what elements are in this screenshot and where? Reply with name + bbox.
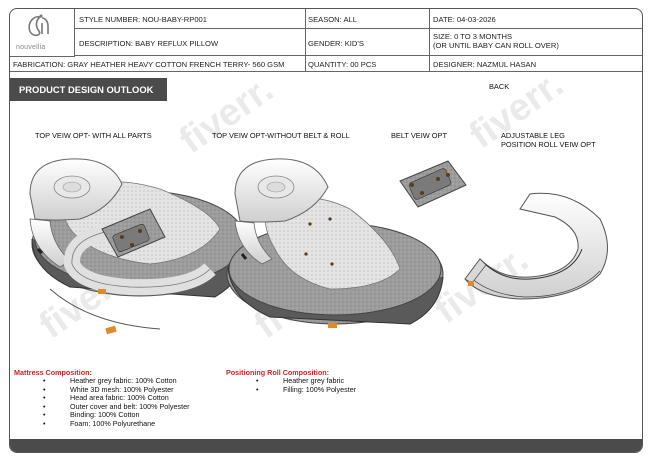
description: DESCRIPTION: BABY REFLUX PILLOW bbox=[79, 39, 219, 48]
list-item: Binding: 100% Cotton bbox=[43, 411, 189, 420]
leg-roll-view bbox=[464, 192, 608, 300]
fabrication: FABRICATION: GRAY HEATHER HEAVY COTTON F… bbox=[13, 60, 285, 69]
gender: GENDER: KID'S bbox=[308, 39, 364, 48]
list-item: Filling: 100% Polyester bbox=[256, 385, 356, 395]
list-item: White 3D mesh: 100% Polyester bbox=[43, 385, 189, 395]
season: SEASON: ALL bbox=[308, 15, 357, 24]
brand-logo-text: nouvellia bbox=[16, 44, 46, 51]
view-label-belt: BELT VEIW OPT bbox=[391, 131, 447, 140]
reflux-pillow-without-belt-view bbox=[226, 158, 444, 328]
mattress-composition-title: Mattress Composition: bbox=[14, 368, 92, 377]
view-label-all-parts: TOP VEIW OPT- WITH ALL PARTS bbox=[35, 131, 152, 140]
header-divider bbox=[10, 71, 642, 72]
brand-logo-icon bbox=[28, 14, 49, 37]
style-number: STYLE NUMBER: NOU-BABY-RP001 bbox=[79, 15, 208, 24]
footer-bar bbox=[10, 439, 642, 452]
roll-composition-list: Heather grey fabric Filling: 100% Polyes… bbox=[256, 376, 356, 395]
view-label-roll-line-1: ADJUSTABLE LEG bbox=[501, 131, 565, 140]
list-item: Outer cover and belt: 100% Polyester bbox=[43, 402, 189, 412]
list-item: Heather grey fabric bbox=[256, 376, 356, 386]
list-item: Head area fabric: 100% Cotton bbox=[43, 394, 189, 403]
reflux-pillow-full-view bbox=[29, 158, 249, 335]
size-line-1: SIZE: 0 TO 3 MONTHS bbox=[433, 32, 513, 41]
mattress-composition-list: Heather grey fabric: 100% Cotton White 3… bbox=[43, 376, 189, 429]
header-divider bbox=[74, 9, 75, 57]
date: DATE: 04-03-2026 bbox=[433, 15, 496, 24]
brand-logo: nouvellia bbox=[10, 9, 74, 57]
view-label-roll-line-2: POSITION ROLL VEIW OPT bbox=[501, 140, 596, 149]
list-item: Heather grey fabric: 100% Cotton bbox=[43, 376, 189, 386]
designer: DESIGNER: NAZMUL HASAN bbox=[433, 60, 537, 69]
back-label: BACK bbox=[489, 82, 510, 91]
size-line-2: (OR UNTIL BABY CAN ROLL OVER) bbox=[433, 41, 559, 50]
header-divider bbox=[74, 28, 642, 29]
quantity: QUANTITY: 00 PCS bbox=[308, 60, 377, 69]
belt-view bbox=[399, 160, 467, 208]
header-divider bbox=[429, 9, 430, 71]
tech-pack-sheet: fiverr. fiverr. fiverr. fiverr. fiverr. … bbox=[9, 8, 643, 453]
section-title: PRODUCT DESIGN OUTLOOK bbox=[10, 78, 167, 101]
header-divider bbox=[10, 56, 74, 57]
roll-composition-title: Positioning Roll Composition: bbox=[226, 368, 330, 377]
list-item: Foam: 100% Polyurethane bbox=[43, 419, 189, 429]
header-divider bbox=[305, 9, 306, 71]
product-illustrations bbox=[29, 158, 608, 335]
header-divider bbox=[74, 55, 642, 56]
view-label-without-belt: TOP VEIW OPT-WITHOUT BELT & ROLL bbox=[212, 131, 350, 140]
